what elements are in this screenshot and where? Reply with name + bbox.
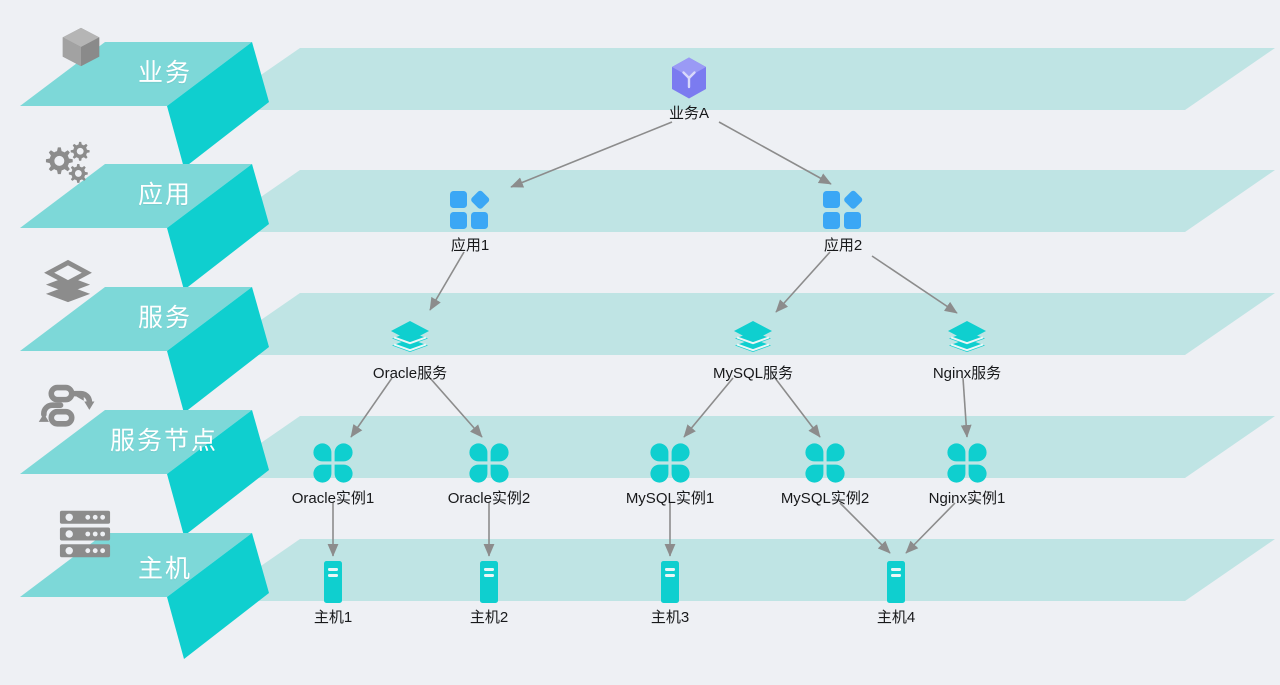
node-label: Oracle实例2	[447, 490, 531, 507]
server-icon	[816, 561, 976, 603]
node-inst-oracle-2[interactable]: Oracle实例2	[409, 443, 569, 508]
server-icon	[590, 561, 750, 603]
node-label: MySQL实例1	[625, 490, 715, 507]
cube-icon	[58, 24, 104, 75]
layer-label-business: 业务	[138, 59, 193, 87]
layer-slab-top	[20, 164, 252, 228]
layer-plane-service	[20, 287, 1275, 413]
server-icon	[253, 561, 413, 603]
node-label: MySQL实例2	[780, 490, 870, 507]
node-host-3[interactable]: 主机3	[590, 561, 750, 627]
node-label: 主机3	[650, 609, 690, 626]
node-label: 主机2	[469, 609, 509, 626]
layer-plane-business	[20, 42, 1275, 168]
node-label: 应用2	[823, 237, 863, 254]
layer-plane-face	[210, 170, 1275, 232]
node-label: 应用1	[450, 237, 490, 254]
layer-plane-face	[210, 293, 1275, 355]
node-inst-mysql-1[interactable]: MySQL实例1	[590, 443, 750, 508]
node-label: Oracle服务	[372, 365, 448, 382]
app-tiles-icon	[390, 190, 550, 230]
stack-icon	[673, 318, 833, 358]
node-svc-mysql[interactable]: MySQL服务	[673, 318, 833, 383]
layer-plane-face	[210, 539, 1275, 601]
layer-slab-side	[167, 287, 269, 413]
server-icon	[409, 561, 569, 603]
stack-icon	[887, 318, 1047, 358]
layer-slab-top	[20, 533, 252, 597]
node-svc-nginx[interactable]: Nginx服务	[887, 318, 1047, 383]
node-label: 主机4	[876, 609, 916, 626]
layer-slab-side	[167, 164, 269, 290]
clover-icon	[745, 443, 905, 483]
node-host-4[interactable]: 主机4	[816, 561, 976, 627]
layer-slab-top	[20, 287, 252, 351]
layers-icon	[40, 258, 96, 309]
node-app-1[interactable]: 应用1	[390, 190, 550, 255]
gears-icon	[40, 140, 96, 193]
layer-plane-face	[210, 48, 1275, 110]
node-inst-mysql-2[interactable]: MySQL实例2	[745, 443, 905, 508]
node-app-2[interactable]: 应用2	[763, 190, 923, 255]
node-label: Nginx服务	[932, 365, 1002, 382]
node-host-1[interactable]: 主机1	[253, 561, 413, 627]
layer-slab-side	[167, 42, 269, 168]
node-label: MySQL服务	[712, 365, 793, 382]
node-label: Nginx实例1	[928, 490, 1006, 507]
layer-label-service-node: 服务节点	[110, 427, 219, 455]
app-tiles-icon	[763, 190, 923, 230]
layer-label-application: 应用	[138, 181, 193, 209]
server-rack-icon	[56, 508, 114, 565]
node-inst-nginx-1[interactable]: Nginx实例1	[887, 443, 1047, 508]
layer-slab-side	[167, 533, 269, 659]
layer-slab-top	[20, 42, 252, 106]
layer-label-host: 主机	[138, 555, 193, 583]
clover-icon	[590, 443, 750, 483]
node-svc-oracle[interactable]: Oracle服务	[330, 318, 490, 383]
node-biz-a[interactable]: 业务A	[609, 57, 769, 123]
layer-plane-host	[20, 533, 1275, 659]
clover-icon	[887, 443, 1047, 483]
layer-slab-side	[167, 410, 269, 536]
layer-plane-application	[20, 164, 1275, 290]
node-label: Oracle实例1	[291, 490, 375, 507]
stack-icon	[330, 318, 490, 358]
process-loop-icon	[38, 382, 98, 439]
hexagon-y-icon	[609, 57, 769, 99]
node-label: 主机1	[313, 609, 353, 626]
node-host-2[interactable]: 主机2	[409, 561, 569, 627]
layer-label-service: 服务	[138, 304, 193, 332]
node-label: 业务A	[668, 105, 709, 122]
layer-slab-top	[20, 410, 252, 474]
node-inst-oracle-1[interactable]: Oracle实例1	[253, 443, 413, 508]
clover-icon	[409, 443, 569, 483]
clover-icon	[253, 443, 413, 483]
